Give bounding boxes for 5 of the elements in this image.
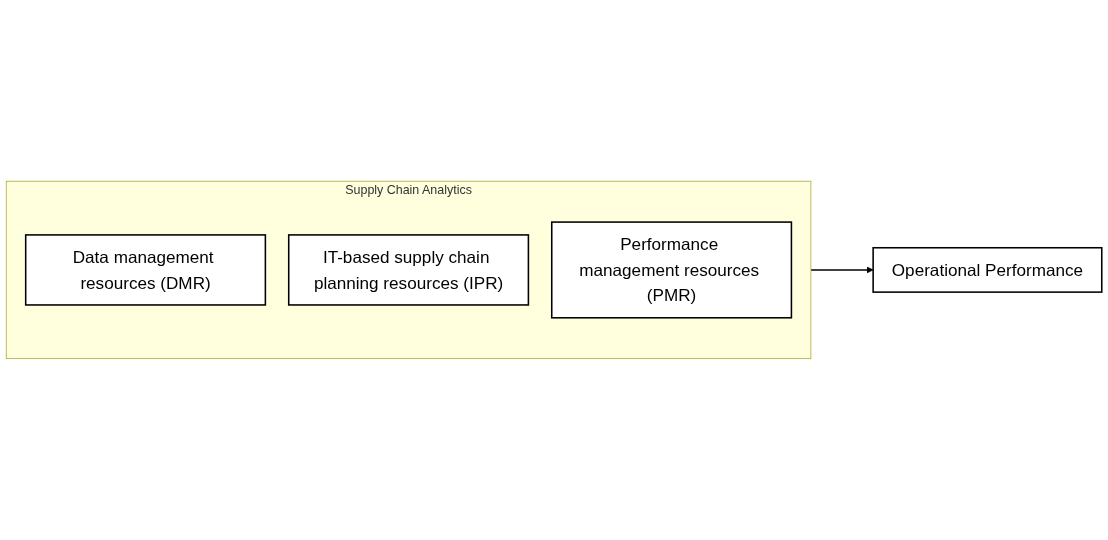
node-box: IT-based supply chain planning resources (IPR): [287, 234, 530, 306]
node-box: Performance management resources (PMR): [550, 221, 793, 319]
node-box: Operational Performance: [872, 247, 1103, 293]
node-box: Data management resources (DMR): [24, 234, 267, 306]
arrow: [810, 266, 874, 274]
